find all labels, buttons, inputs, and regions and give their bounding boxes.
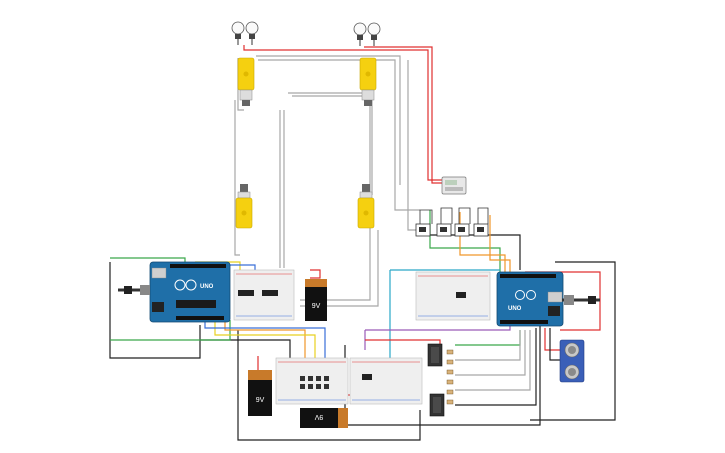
light-bulb-pair-left bbox=[231, 21, 259, 45]
wire-red-top-bat bbox=[310, 269, 321, 279]
usb-cable-left bbox=[118, 285, 150, 295]
wire-grey-4 bbox=[288, 92, 371, 301]
wire-grey-seg1 bbox=[455, 330, 521, 361]
relay-row bbox=[415, 207, 489, 237]
wire-grey-2 bbox=[256, 55, 401, 185]
wire-orange-2 bbox=[224, 318, 306, 360]
battery-top: 9V bbox=[305, 279, 327, 321]
light-bulb-icon bbox=[367, 22, 381, 46]
light-bulb-icon bbox=[353, 22, 367, 46]
wire-red-lower bbox=[365, 339, 441, 345]
wire-grey-6 bbox=[234, 100, 240, 256]
wire-cyan-1 bbox=[389, 270, 410, 366]
wire-purple-1 bbox=[365, 320, 511, 331]
wire-grey-3 bbox=[258, 59, 420, 211]
dc-motor-bottom-left bbox=[235, 184, 253, 229]
battery-top-label: 9V bbox=[312, 303, 321, 310]
wire-black-2 bbox=[200, 339, 291, 360]
wire-grey-seg2 bbox=[455, 330, 526, 376]
arduino-left-brand: UNO bbox=[200, 284, 214, 290]
arduino-left: UNO bbox=[149, 261, 231, 323]
breadboard-bottom-left bbox=[275, 357, 349, 405]
wire-orange-3 bbox=[489, 215, 511, 278]
wire-grey-10 bbox=[407, 60, 418, 231]
resistor-column bbox=[446, 349, 454, 405]
wire-black-far-right bbox=[530, 261, 616, 421]
seven-segment-display-bottom bbox=[429, 393, 445, 417]
wire-orange-1 bbox=[459, 212, 506, 278]
breadboard-top-right bbox=[415, 271, 491, 321]
battery-bottom-label: 9V bbox=[314, 413, 323, 420]
usb-cable-right bbox=[562, 295, 600, 305]
battery-left: 9V bbox=[248, 370, 272, 416]
breadboard-bottom-right bbox=[349, 357, 423, 405]
wire-grey-5 bbox=[292, 95, 373, 195]
multimeter-display bbox=[441, 176, 467, 195]
wire-grey-seg3 bbox=[455, 330, 531, 391]
dc-motor-top-left bbox=[237, 57, 255, 106]
wire-black-left bbox=[109, 262, 201, 359]
wire-red-sensor bbox=[544, 328, 560, 351]
wires bbox=[109, 45, 616, 441]
wire-blue-2 bbox=[204, 322, 326, 360]
wire-red-top-2 bbox=[364, 46, 442, 184]
wire-red-top bbox=[243, 45, 442, 181]
light-bulb-icon bbox=[231, 21, 245, 45]
light-bulb-icon bbox=[245, 21, 259, 45]
wire-green-4 bbox=[455, 330, 521, 346]
battery-left-label: 9V bbox=[256, 397, 265, 404]
arduino-right-brand: UNO bbox=[508, 306, 522, 312]
battery-bottom: 9V bbox=[300, 408, 348, 428]
light-bulb-pair-right bbox=[353, 22, 381, 46]
wire-black-right bbox=[430, 234, 521, 270]
breadboard-top-left bbox=[233, 269, 295, 321]
wire-black-sensor bbox=[549, 328, 560, 361]
arduino-right: UNO bbox=[496, 271, 564, 327]
wire-green-2 bbox=[110, 320, 231, 341]
dc-motor-top-right bbox=[359, 57, 377, 106]
seven-segment-display-top bbox=[427, 343, 443, 367]
wire-black-4 bbox=[455, 328, 537, 406]
dc-motor-bottom-right bbox=[357, 184, 375, 229]
ultrasonic-sensor bbox=[559, 339, 585, 383]
